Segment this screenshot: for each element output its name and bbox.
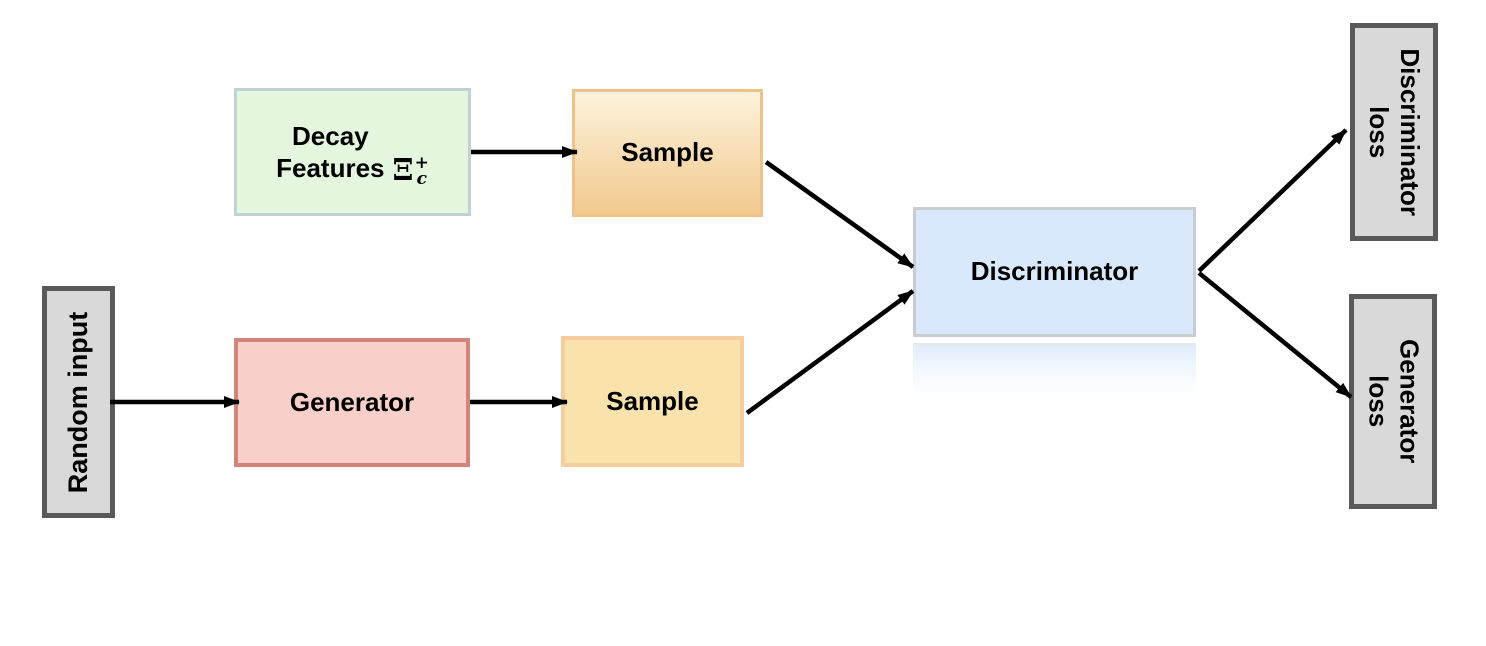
decay-features-line2: Features (276, 153, 385, 183)
node-decay-features: Decay Features Ξ + c (234, 88, 471, 216)
generator-loss-line2: loss (1363, 375, 1394, 428)
node-random-input: Random input (42, 286, 115, 518)
node-sample-top: Sample (572, 89, 763, 217)
node-discriminator: Discriminator (913, 207, 1196, 337)
discriminator-label: Discriminator (970, 256, 1139, 287)
xi-c-plus-symbol: Ξ + c (392, 153, 429, 190)
decay-features-text: Decay Features (276, 120, 384, 185)
xi-superscript: + (414, 153, 429, 174)
arrow-sample-top-to-discriminator (764, 160, 915, 269)
xi-symbol-base: Ξ (392, 153, 414, 189)
decay-features-label: Decay Features Ξ + c (276, 120, 429, 190)
node-sample-bottom: Sample (561, 336, 744, 467)
node-generator: Generator (234, 338, 470, 467)
node-generator-loss: Generator loss (1349, 294, 1437, 509)
discriminator-loss-label: Discriminator loss (1363, 48, 1425, 216)
decay-features-line1: Decay (292, 120, 369, 151)
random-input-label: Random input (63, 311, 94, 493)
arrow-discriminator-to-discriminator-loss (1197, 128, 1348, 273)
discriminator-loss-line2: loss (1364, 105, 1395, 159)
discriminator-loss-line1: Discriminator (1395, 48, 1426, 216)
arrow-discriminator-to-generator-loss (1197, 271, 1353, 399)
sample-bottom-label: Sample (606, 385, 699, 416)
generator-loss-line1: Generator (1394, 339, 1425, 464)
discriminator-reflection (913, 343, 1196, 401)
generator-label: Generator (289, 386, 415, 417)
sample-top-label: Sample (621, 137, 714, 168)
generator-loss-label: Generator loss (1362, 339, 1424, 463)
arrow-sample-bottom-to-discriminator (745, 289, 915, 415)
xi-subscript: c (416, 169, 427, 190)
node-discriminator-loss: Discriminator loss (1350, 23, 1438, 241)
xi-symbol-scripts: + c (414, 153, 429, 190)
